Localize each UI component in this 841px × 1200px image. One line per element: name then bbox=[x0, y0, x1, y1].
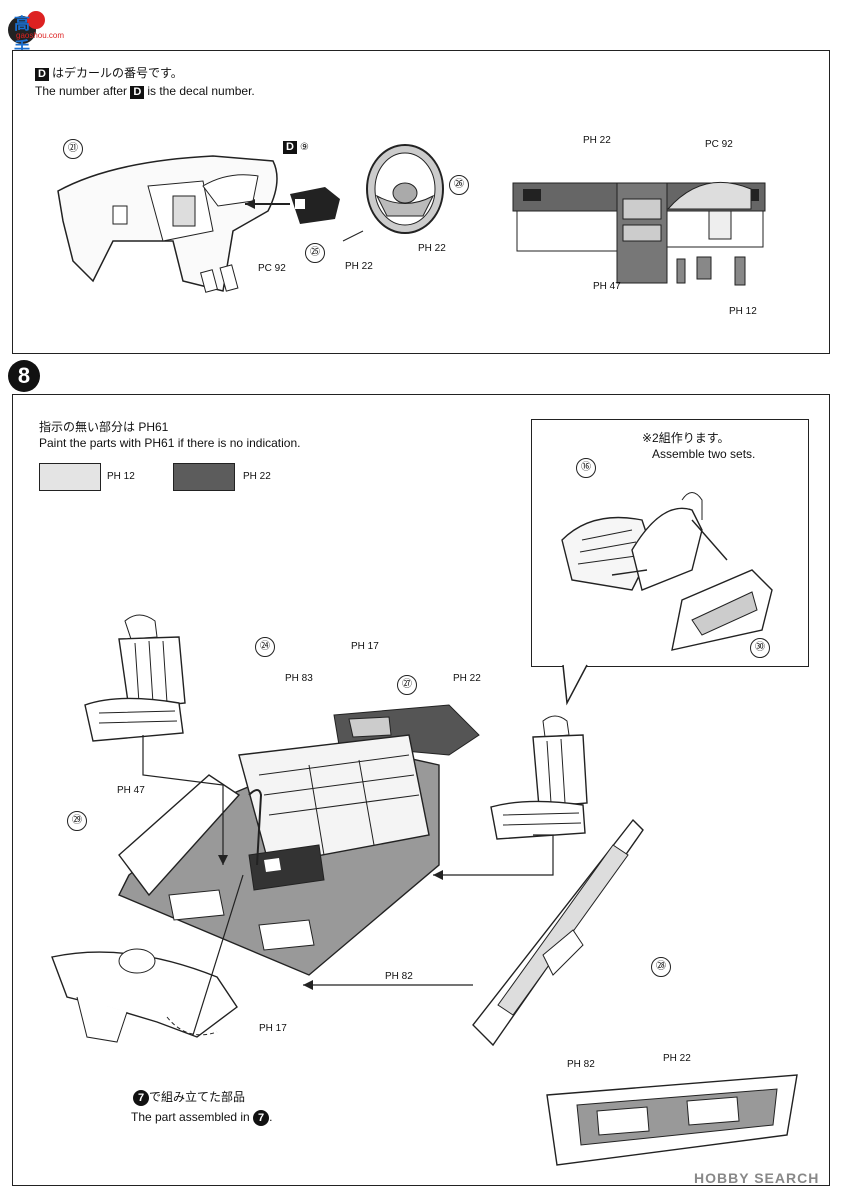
paint-note-jp: 指示の無い部分は PH61 bbox=[39, 420, 169, 434]
part-29-label: ㉙ bbox=[67, 811, 87, 831]
ph47-label: PH 47 bbox=[593, 281, 621, 292]
interior-tub-drawing bbox=[118, 704, 480, 976]
logo-icon bbox=[8, 11, 45, 44]
dashboard-front-drawing bbox=[512, 181, 766, 286]
inset-pointer bbox=[562, 664, 588, 706]
steering-wheel-drawing bbox=[342, 144, 444, 242]
step-7-ref-a: 7 bbox=[133, 1089, 149, 1106]
inset-note-jp: ※2組作ります。 bbox=[642, 431, 730, 445]
part-27-label: ㉗ bbox=[397, 675, 417, 695]
logo-subtext: gaoshou.com bbox=[16, 31, 65, 40]
ph17-label-b: PH 17 bbox=[259, 1023, 287, 1034]
ph47-label-step8: PH 47 bbox=[117, 785, 145, 796]
step-number-8: 8 bbox=[8, 360, 40, 392]
pc92-label-a: PC 92 bbox=[258, 263, 286, 274]
step8-panel: 指示の無い部分は PH61 Paint the parts with PH61 … bbox=[12, 394, 830, 1186]
step-7-ref-b: 7 bbox=[253, 1109, 270, 1126]
part-30-label: ㉚ bbox=[750, 638, 770, 658]
pc92-label-b: PC 92 bbox=[705, 139, 733, 150]
swatch-ph22-label: PH 22 bbox=[243, 471, 271, 482]
door-ph82-label: PH 82 bbox=[567, 1059, 595, 1070]
ph83-label: PH 83 bbox=[285, 673, 313, 684]
front-seat-right-drawing bbox=[490, 715, 588, 840]
dashboard-assembled-drawing bbox=[51, 948, 238, 1043]
ph82-label: PH 82 bbox=[385, 971, 413, 982]
assembly-arrows bbox=[142, 735, 554, 1036]
decal-badge: D bbox=[35, 68, 49, 81]
part-24-label: ㉔ bbox=[255, 637, 275, 657]
swatch-ph12-label: PH 12 bbox=[107, 471, 135, 482]
part-28-label: ㉘ bbox=[651, 957, 671, 977]
assembled-note-en: The part assembled in 7. bbox=[131, 1109, 273, 1126]
seat-assembly-drawing bbox=[561, 492, 773, 651]
dashboard-drawing bbox=[57, 155, 278, 293]
door-panel-inset-drawing bbox=[546, 1074, 798, 1166]
ph22-label-a: PH 22 bbox=[345, 261, 373, 272]
door-panel-right-drawing bbox=[472, 818, 644, 1047]
column-switch-drawing bbox=[245, 187, 340, 224]
part-26-label: ㉖ bbox=[449, 175, 469, 195]
ph22-label-step8: PH 22 bbox=[453, 673, 481, 684]
door-ph22-label: PH 22 bbox=[663, 1053, 691, 1064]
ph12-label: PH 12 bbox=[729, 306, 757, 317]
ph22-label-c: PH 22 bbox=[583, 135, 611, 146]
ph22-label-b: PH 22 bbox=[418, 243, 446, 254]
swatch-ph12 bbox=[39, 463, 101, 491]
ph17-label-a: PH 17 bbox=[351, 641, 379, 652]
swatch-ph22 bbox=[173, 463, 235, 491]
part-16-label: ⑯ bbox=[576, 458, 596, 478]
inset-note-en: Assemble two sets. bbox=[652, 447, 756, 461]
front-seat-left-drawing bbox=[84, 614, 186, 742]
part-21-label: ㉑ bbox=[63, 139, 83, 159]
watermark: HOBBY SEARCH bbox=[694, 1170, 820, 1186]
paint-note-en: Paint the parts with PH61 if there is no… bbox=[39, 436, 301, 450]
inset-box: ※2組作ります。 Assemble two sets. ⑯ ㉚ bbox=[531, 419, 809, 667]
part-25-label: ㉕ bbox=[305, 243, 325, 263]
